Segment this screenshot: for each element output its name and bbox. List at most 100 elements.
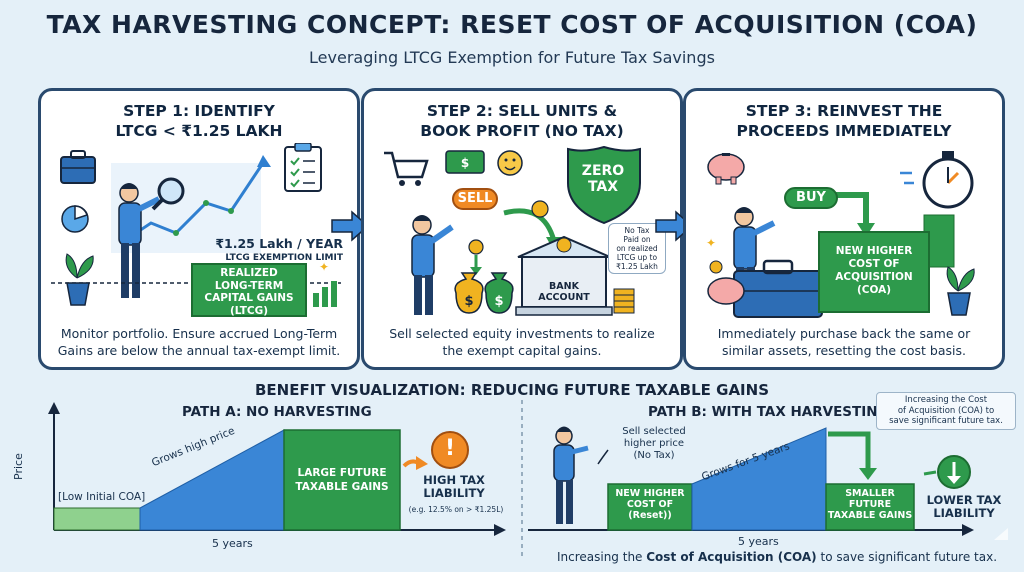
sell-button: SELL xyxy=(452,188,498,210)
step2-description: Sell selected equity investments to real… xyxy=(374,325,670,359)
low-coa-label: [Low Initial COA] xyxy=(58,491,146,503)
note-line2: Paid on xyxy=(623,235,651,244)
step3-desc-line2: similar assets, resetting the cost basis… xyxy=(722,343,966,358)
sparkle-icon: ✦ xyxy=(706,236,716,250)
smaller-gains-line3: TAXABLE GAINS xyxy=(827,510,913,521)
step2-illustration: $ $ $ xyxy=(384,145,641,316)
lower-tax-line2: LIABILITY xyxy=(933,506,995,520)
step1-desc-line1: Monitor portfolio. Ensure accrued Long-T… xyxy=(60,326,338,341)
cash-icon: $ xyxy=(445,150,485,174)
step1-description: Monitor portfolio. Ensure accrued Long-T… xyxy=(51,325,347,359)
zero-tax-line2: TAX xyxy=(587,179,619,195)
clipboard-icon xyxy=(284,143,322,192)
ltcg-box-line1: REALIZED xyxy=(220,267,278,279)
svg-text:$: $ xyxy=(494,294,503,309)
shopping-cart-icon xyxy=(384,151,429,186)
analyst-figure xyxy=(118,183,161,298)
callout-line2: of Acquisition (COA) to xyxy=(897,405,995,416)
note-line4: LTCG up to xyxy=(616,253,658,262)
step2-title: STEP 2: SELL UNITS & BOOK PROFIT (NO TAX… xyxy=(364,101,680,141)
sell-higher-label: Sell selected higher price (No Tax) xyxy=(614,426,694,462)
step3-title-line1: STEP 3: REINVEST THE xyxy=(745,102,943,120)
smaller-gains-line2: FUTURE xyxy=(848,499,892,510)
step3-title-line2: PROCEEDS IMMEDIATELY xyxy=(736,122,952,140)
path-a-x-axis: 5 years xyxy=(212,537,253,550)
high-tax-label: HIGH TAX LIABILITY xyxy=(404,474,504,500)
ltcg-box-line2: LONG-TERM xyxy=(214,279,284,292)
step2-title-line1: STEP 2: SELL UNITS & xyxy=(426,102,618,120)
magnifier-icon xyxy=(151,177,185,211)
step3-description: Immediately purchase back the same or si… xyxy=(696,325,992,359)
step3-title: STEP 3: REINVEST THE PROCEEDS IMMEDIATEL… xyxy=(686,101,1002,141)
zero-tax-line1: ZERO xyxy=(581,163,625,179)
step1-title: STEP 1: IDENTIFY LTCG < ₹1.25 LAKH xyxy=(41,101,357,141)
step3-panel: STEP 3: REINVEST THE PROCEEDS IMMEDIATEL… xyxy=(683,88,1005,370)
ltcg-box-line4: (LTCG) xyxy=(229,304,269,317)
money-bags-icon: $ $ xyxy=(454,272,514,314)
step3-desc-line1: Immediately purchase back the same or xyxy=(717,326,971,341)
piggy-bank-icon xyxy=(707,277,745,305)
realized-ltcg-box: REALIZED LONG-TERM CAPITAL GAINS (LTCG) xyxy=(191,263,307,317)
piggy-bank-icon xyxy=(707,153,745,185)
investor-figure xyxy=(553,426,589,524)
reset-box-line3: (Reset)) xyxy=(628,510,672,521)
step1-title-line2: LTCG < ₹1.25 LAKH xyxy=(115,122,283,140)
path-a-title: PATH A: NO HARVESTING xyxy=(182,404,372,420)
coa-box-line1: NEW HIGHER xyxy=(835,245,913,257)
step1-title-line1: STEP 1: IDENTIFY xyxy=(123,102,275,120)
large-gains-line2: TAXABLE GAINS xyxy=(295,481,389,493)
coin-icon xyxy=(709,260,723,274)
high-tax-line2: LIABILITY xyxy=(423,486,485,500)
large-gains-box: LARGE FUTURE TAXABLE GAINS xyxy=(284,466,400,494)
mini-bar-chart-icon xyxy=(313,281,337,307)
callout-line1: Increasing the Cost xyxy=(904,395,988,405)
svg-text:$: $ xyxy=(464,294,473,309)
coa-box-line3: ACQUISITION xyxy=(835,271,913,283)
step2-panel: STEP 2: SELL UNITS & BOOK PROFIT (NO TAX… xyxy=(361,88,683,370)
coin-icon xyxy=(468,239,484,255)
smiley-icon xyxy=(497,150,523,176)
step1-illustration: ✦ xyxy=(51,143,341,307)
bank-line1: BANK xyxy=(549,281,579,292)
new-coa-box: NEW HIGHER COST OF ACQUISITION (COA) xyxy=(818,231,930,313)
sell-higher-line3: (No Tax) xyxy=(633,450,675,461)
step2-title-line2: BOOK PROFIT (NO TAX) xyxy=(420,122,624,140)
seller-figure xyxy=(411,215,454,315)
ltcg-limit-label: LTCG EXEMPTION LIMIT xyxy=(225,253,343,263)
plant-icon xyxy=(946,266,975,316)
zero-tax-shield-icon xyxy=(567,145,641,225)
note-line5: ₹1.25 Lakh xyxy=(616,262,658,271)
step2-desc-line2: the exempt capital gains. xyxy=(442,343,602,358)
ltcg-limit-amount: ₹1.25 Lakh / YEAR xyxy=(215,236,343,251)
footer-pre: Increasing the xyxy=(556,550,647,564)
pie-chart-icon xyxy=(61,205,89,233)
ltcg-box-line3: CAPITAL GAINS xyxy=(204,292,294,304)
step-arrow-1 xyxy=(331,210,370,242)
path-b-callout: Increasing the Cost of Acquisition (COA)… xyxy=(876,392,1016,430)
svg-text:$: $ xyxy=(461,156,469,170)
coin-icon xyxy=(531,200,549,218)
path-b-x-axis: 5 years xyxy=(738,535,779,548)
bank-building-icon xyxy=(515,235,613,316)
smaller-gains-box: SMALLER FUTURE TAXABLE GAINS xyxy=(826,488,914,521)
sell-higher-line1: Sell selected xyxy=(622,426,686,437)
path-a-y-axis: Price xyxy=(12,453,25,480)
lower-tax-line1: LOWER TAX xyxy=(926,493,1002,507)
plant-icon xyxy=(65,253,94,306)
path-b-diagram xyxy=(528,426,1008,540)
note-line1: No Tax xyxy=(624,226,650,235)
buy-button: BUY xyxy=(784,187,838,209)
bank-line2: ACCOUNT xyxy=(538,292,590,303)
page-subtitle: Leveraging LTCG Exemption for Future Tax… xyxy=(309,48,715,67)
footer-bold: Cost of Acquisition (COA) xyxy=(646,550,817,564)
alert-icon xyxy=(431,431,469,469)
step1-panel: STEP 1: IDENTIFY LTCG < ₹1.25 LAKH xyxy=(38,88,360,370)
reset-box-line1: NEW HIGHER xyxy=(615,488,685,499)
briefcase-icon xyxy=(60,150,96,184)
note-line3: on realized xyxy=(616,244,658,253)
high-tax-note: (e.g. 12.5% on > ₹1.25L) xyxy=(408,505,504,514)
benefit-title: BENEFIT VISUALIZATION: REDUCING FUTURE T… xyxy=(254,381,769,399)
callout-line3: save significant future tax. xyxy=(889,416,1003,426)
coin-stack-icon xyxy=(613,288,635,314)
reduce-gains-arrow xyxy=(828,431,871,470)
